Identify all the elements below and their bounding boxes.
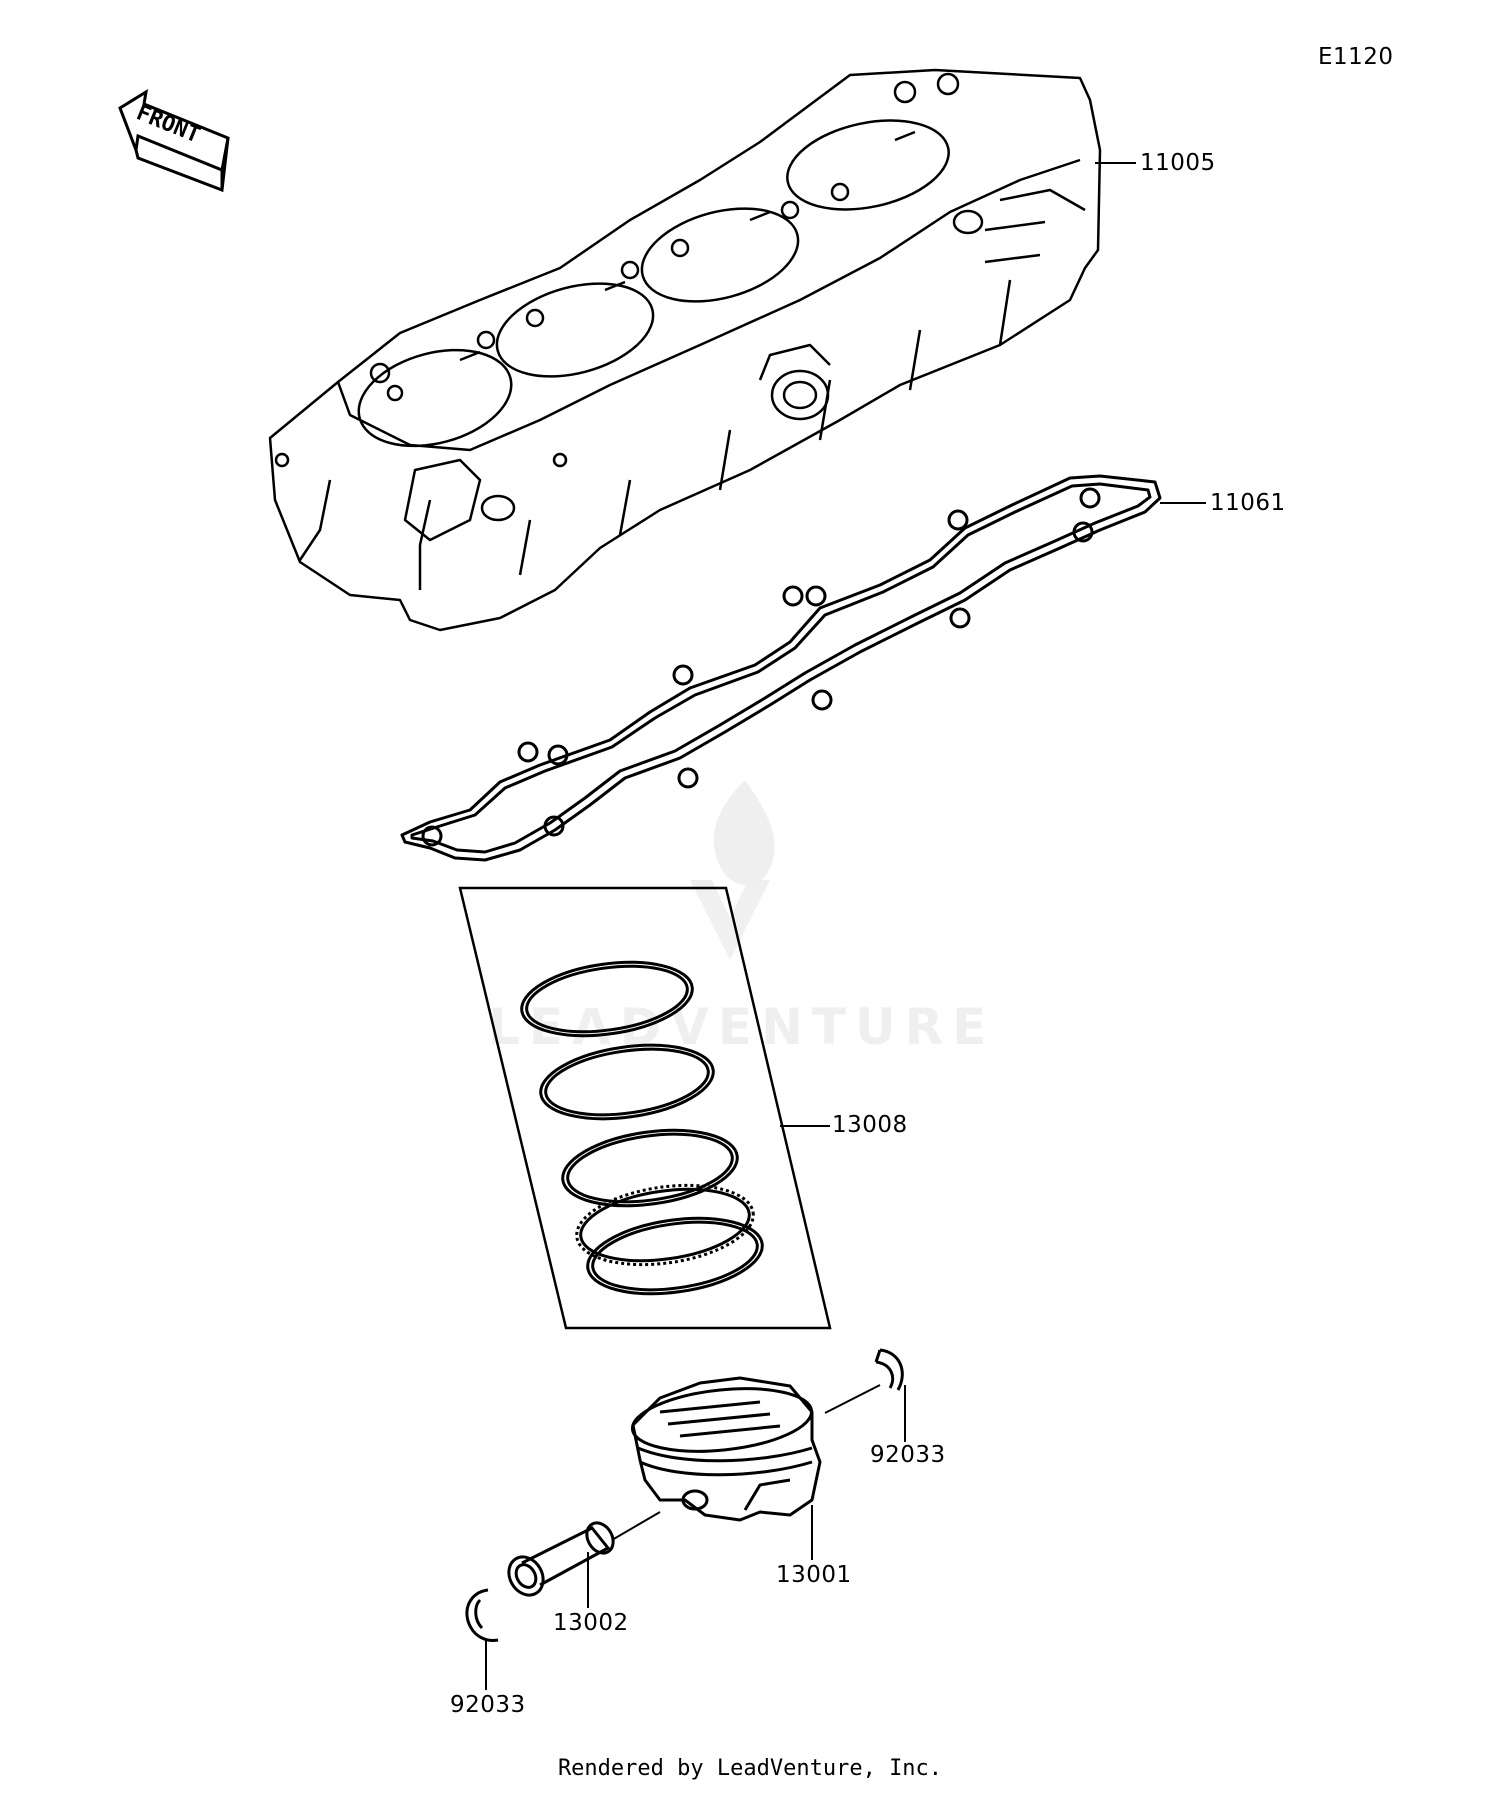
callout-13002[interactable]: 13002 [553,1610,629,1636]
leader-13002-a [611,1511,661,1541]
circlip-right [874,1348,904,1391]
callout-11061[interactable]: 11061 [1210,490,1286,516]
cylinder-block [268,68,1102,632]
leader-92033-right-a [824,1384,881,1414]
callout-13001[interactable]: 13001 [776,1562,852,1588]
watermark-logo [690,780,775,960]
callout-11005[interactable]: 11005 [1140,150,1216,176]
callout-13008[interactable]: 13008 [832,1112,908,1138]
front-arrow-icon: FRONT [118,88,230,193]
circlip-left [465,1588,499,1642]
callout-92033-left[interactable]: 92033 [450,1692,526,1718]
front-arrow-label: FRONT [133,100,204,148]
piston [630,1376,822,1522]
diagram-code: E1120 [1318,44,1394,70]
footer-credit: Rendered by LeadVenture, Inc. [557,1756,943,1781]
ring-set-box [458,886,832,1330]
piston-pin [507,1521,615,1597]
piston-ring-set [520,960,764,1296]
callout-92033-right[interactable]: 92033 [870,1442,946,1468]
watermark-text: LEADVENTURE [488,998,996,1056]
cylinder-gasket [400,474,1162,862]
